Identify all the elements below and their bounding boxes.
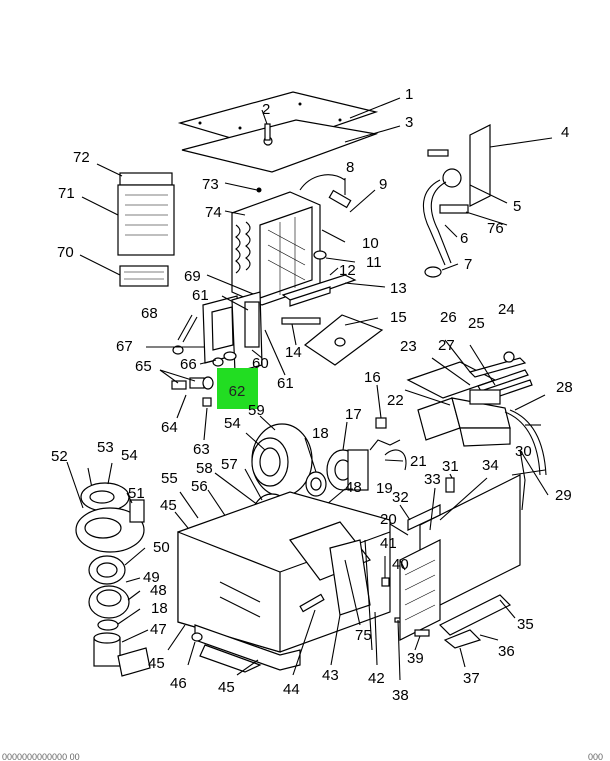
footer-left-text: 0000000000000 00 [2,752,80,761]
callout-63: 63 [193,441,210,458]
highlighted-callout-62[interactable]: 62 [217,368,258,409]
callout-31: 31 [442,458,459,475]
callout-9: 9 [379,176,387,193]
callout-40: 40 [392,556,409,573]
callout-23: 23 [400,338,417,355]
callout-45c: 45 [218,679,235,696]
callout-13: 13 [390,280,407,297]
evaporator-core-assembly [206,174,386,307]
callout-17: 17 [345,406,362,423]
callout-48b: 48 [150,582,167,599]
callout-37: 37 [463,670,480,687]
callout-32: 32 [392,489,409,506]
callout-53: 53 [97,439,114,456]
callout-2: 2 [262,101,270,118]
callout-51: 51 [128,485,145,502]
callout-39: 39 [407,650,424,667]
filter-assembly [79,163,175,287]
callout-66: 66 [180,356,197,373]
callout-18a: 18 [312,425,329,442]
top-cover-assembly [177,91,401,173]
callout-22: 22 [387,392,404,409]
callout-74: 74 [205,204,222,221]
callout-24: 24 [498,301,515,318]
side-panel-assembly [146,291,384,376]
callout-71: 71 [58,185,75,202]
highlight-box[interactable] [217,368,258,409]
callout-44: 44 [283,681,300,698]
callout-15: 15 [390,309,407,326]
callout-12: 12 [339,262,356,279]
callout-25: 25 [468,315,485,332]
callout-6: 6 [460,230,468,247]
callout-52: 52 [51,448,68,465]
duct-assembly [404,339,549,511]
callout-20: 20 [380,511,397,528]
callout-68: 68 [141,305,158,322]
callout-42: 42 [368,670,385,687]
callout-11: 11 [366,254,382,271]
callout-54b: 54 [224,415,241,432]
callout-61b: 61 [277,375,294,392]
callout-58: 58 [196,460,213,477]
callout-26: 26 [440,309,457,326]
callout-73: 73 [202,176,219,193]
callout-36: 36 [498,643,515,660]
fittings-group [159,369,214,441]
callout-38: 38 [392,687,409,704]
callout-76: 76 [487,220,504,237]
callout-55: 55 [161,470,178,487]
expansion-valve-assembly [422,124,553,278]
footer-right-text: 000 [588,752,603,761]
callout-56: 56 [191,478,208,495]
callout-49: 49 [143,569,160,586]
callout-61a: 61 [192,287,209,304]
callout-70: 70 [57,244,74,261]
callout-43: 43 [322,667,339,684]
callout-41: 41 [380,535,397,552]
callout-18b: 18 [151,600,168,617]
callout-65: 65 [135,358,152,375]
callout-4: 4 [561,124,569,141]
callout-59: 59 [248,402,265,419]
callout-69: 69 [184,268,201,285]
callout-28: 28 [556,379,573,396]
callout-50: 50 [153,539,170,556]
callout-54a: 54 [121,447,138,464]
callout-8: 8 [346,159,354,176]
callout-45a: 45 [160,497,177,514]
callout-34: 34 [482,457,499,474]
highlight-label: 62 [229,383,246,400]
callout-46: 46 [170,675,187,692]
callout-10: 10 [362,235,379,252]
callout-67: 67 [116,338,133,355]
callout-57: 57 [221,456,238,473]
callout-14: 14 [285,344,302,361]
callout-30: 30 [515,443,532,460]
callout-3: 3 [405,114,413,131]
callout-45b: 45 [148,655,165,672]
callout-33: 33 [424,471,441,488]
main-housing [167,491,406,681]
callout-72: 72 [73,149,90,166]
callout-48a: 48 [345,479,362,496]
callout-19: 19 [376,480,393,497]
callout-labels: 1 2 3 4 5 6 7 8 9 10 11 12 13 14 15 16 1… [51,86,573,704]
callout-16: 16 [364,369,381,386]
callout-47: 47 [150,621,167,638]
callout-60: 60 [252,355,269,372]
callout-29: 29 [555,487,572,504]
callout-35: 35 [517,616,534,633]
heater-core-assembly [389,473,521,668]
callout-75: 75 [355,627,372,644]
callout-21: 21 [410,453,427,470]
callout-1: 1 [405,86,413,103]
callout-64: 64 [161,419,178,436]
callout-5: 5 [513,198,521,215]
left-blower-assembly [66,461,151,677]
callout-7: 7 [464,256,472,273]
callout-27: 27 [438,337,455,354]
